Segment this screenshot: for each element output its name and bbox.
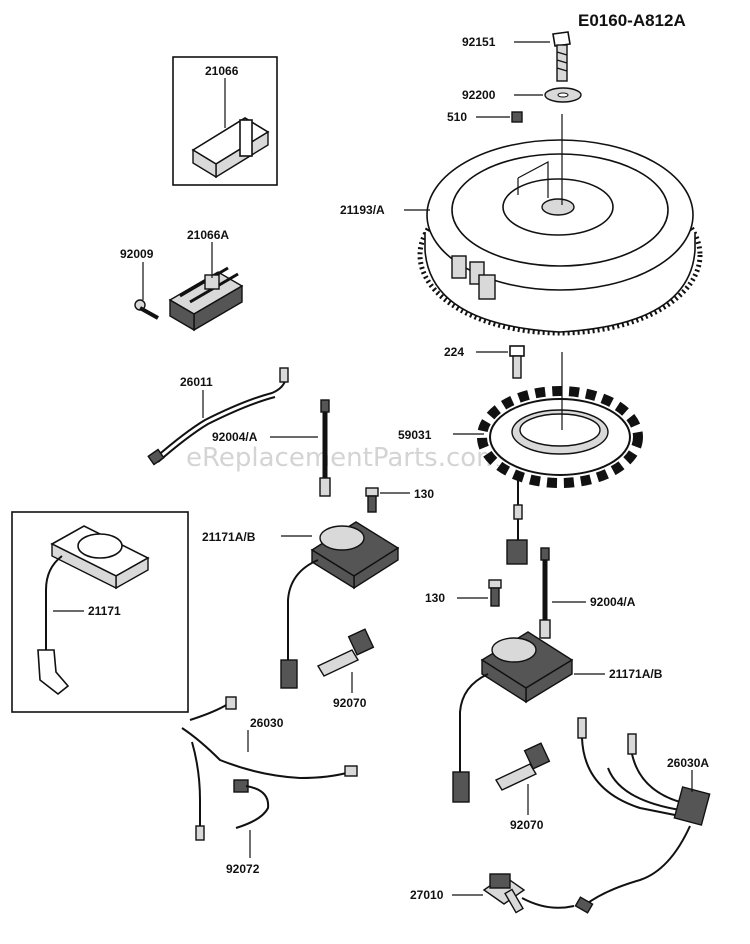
washer-92200[interactable] <box>544 87 582 103</box>
spark-plug-left[interactable] <box>317 628 375 677</box>
label-92151: 92151 <box>462 35 496 49</box>
regulator-21066[interactable] <box>191 117 270 179</box>
label-27010: 27010 <box>410 888 444 902</box>
sensor-27010[interactable] <box>482 873 575 914</box>
label-26030: 26030 <box>250 716 284 730</box>
label-510: 510 <box>447 110 467 124</box>
label-21171AB-left: 21171A/B <box>202 530 256 544</box>
bolt-92004A-left[interactable] <box>319 399 331 497</box>
harness-26030A[interactable] <box>574 717 711 914</box>
label-59031: 59031 <box>398 428 432 442</box>
box-21171 <box>11 511 189 713</box>
label-21171: 21171 <box>88 604 121 618</box>
harness-26030[interactable] <box>181 696 358 841</box>
box-21066 <box>172 56 278 186</box>
label-92070-left: 92070 <box>333 696 367 710</box>
watermark: eReplacementParts.com <box>186 443 502 473</box>
spark-plug-right[interactable] <box>495 742 551 791</box>
label-130-left: 130 <box>414 487 434 501</box>
harness-26011[interactable] <box>147 367 289 466</box>
stator-59031[interactable] <box>477 386 643 565</box>
bolt-92004A-right[interactable] <box>539 547 551 639</box>
label-21171AB-right: 21171A/B <box>609 667 663 681</box>
label-92200: 92200 <box>462 88 496 102</box>
label-92072: 92072 <box>226 862 260 876</box>
label-21193A: 21193/A <box>340 203 385 217</box>
label-26030A: 26030A <box>667 756 709 770</box>
label-92009: 92009 <box>120 247 154 261</box>
ignition-coil-21171[interactable] <box>37 525 150 696</box>
ignition-coil-right[interactable] <box>452 631 574 803</box>
label-21066A: 21066A <box>187 228 229 242</box>
bolt-92151[interactable] <box>552 31 571 82</box>
screw-92009[interactable] <box>134 299 159 320</box>
bolt-224[interactable] <box>509 345 525 379</box>
label-26011: 26011 <box>180 375 213 389</box>
key-510[interactable] <box>511 111 523 123</box>
bolt-130-left[interactable] <box>365 487 379 513</box>
diagram-code: E0160-A812A <box>578 11 686 30</box>
label-130-right: 130 <box>425 591 445 605</box>
label-21066: 21066 <box>205 64 239 78</box>
label-92004A-right: 92004/A <box>590 595 636 609</box>
label-92070-right: 92070 <box>510 818 544 832</box>
wire-92072[interactable] <box>233 779 270 829</box>
bolt-130-right[interactable] <box>488 579 502 607</box>
ignition-coil-left[interactable] <box>280 521 400 689</box>
label-224: 224 <box>444 345 464 359</box>
regulator-21066A[interactable] <box>168 266 244 332</box>
flywheel[interactable] <box>417 139 703 336</box>
label-92004A-left: 92004/A <box>212 430 258 444</box>
